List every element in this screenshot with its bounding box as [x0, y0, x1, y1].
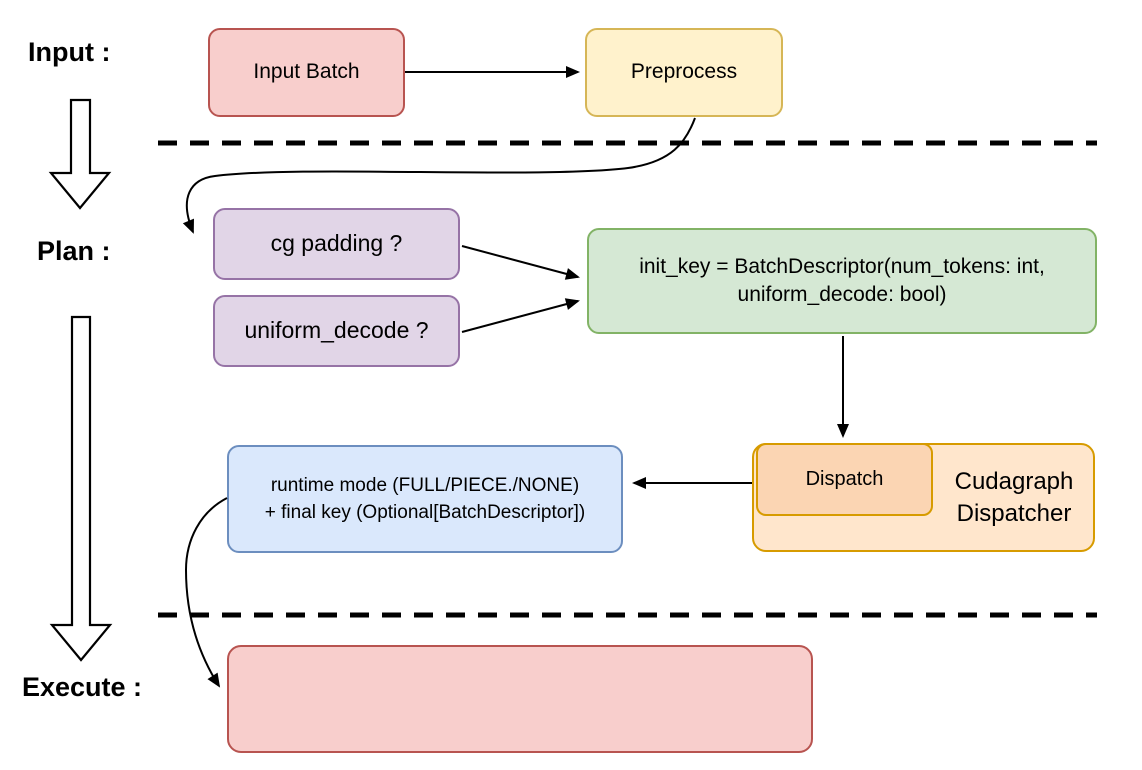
stage-label-execute: Execute : [22, 672, 143, 702]
arrow-runtimemode-to-execute [184, 497, 228, 688]
node-cg-padding-label: cg padding ? [270, 230, 403, 257]
hollow-arrow-plan-to-execute [49, 315, 113, 662]
stage-label-plan: Plan : [37, 236, 111, 266]
node-uniform-decode-label: uniform_decode ? [244, 317, 429, 344]
node-preprocess-label: Preprocess [630, 60, 738, 84]
node-init-key: init_key = BatchDescriptor(num_tokens: i… [587, 228, 1097, 334]
node-cg-padding: cg padding ? [213, 208, 460, 280]
arrow-cgpadding-to-initkey [461, 245, 580, 280]
node-runtime-mode-line1: runtime mode (FULL/PIECE./NONE) [270, 475, 580, 496]
node-preprocess: Preprocess [585, 28, 783, 117]
node-init-key-line1: init_key = BatchDescriptor(num_tokens: i… [639, 255, 1045, 278]
node-init-key-line2: uniform_decode: bool) [737, 283, 947, 306]
stage-label-input: Input : [28, 37, 111, 67]
hollow-arrow-input-to-plan [48, 98, 112, 210]
node-execute-code [227, 645, 813, 753]
node-uniform-decode: uniform_decode ? [213, 295, 460, 367]
node-runtime-mode-line2: + final key (Optional[BatchDescriptor]) [264, 502, 586, 523]
node-runtime-mode: runtime mode (FULL/PIECE./NONE) + final … [227, 445, 623, 553]
cudagraph-dispatcher-line1: Cudagraph [954, 467, 1074, 495]
node-input-batch-label: Input Batch [253, 60, 360, 84]
node-cudagraph-dispatcher-label: Cudagraph Dispatcher [933, 443, 1095, 552]
arrow-uniformdecode-to-initkey [461, 298, 580, 333]
cudagraph-dispatcher-line2: Dispatcher [956, 499, 1072, 527]
node-dispatch-label: Dispatch [805, 468, 884, 490]
node-dispatch: Dispatch [756, 443, 933, 516]
node-input-batch: Input Batch [208, 28, 405, 117]
